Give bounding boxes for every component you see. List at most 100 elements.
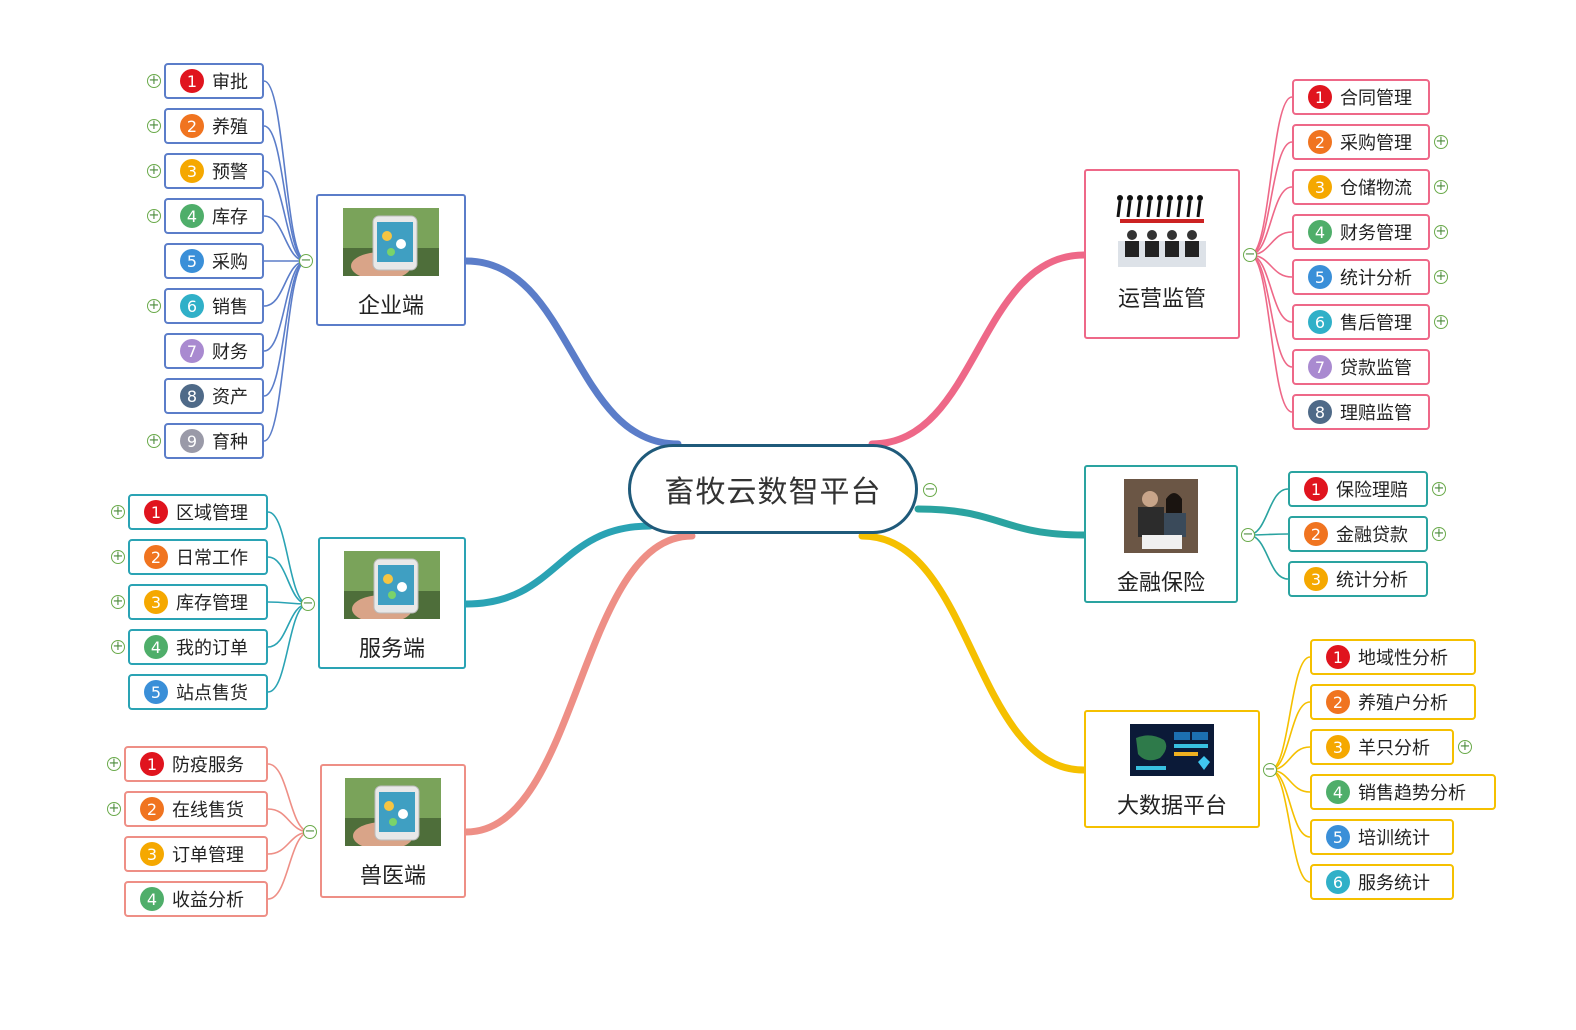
expand-toggle-icon[interactable]: + [107,801,121,816]
expand-toggle-icon[interactable]: + [147,433,161,448]
expand-toggle-icon[interactable]: + [147,118,161,133]
subtopic-label: 审批 [212,72,248,93]
topic-bigdata[interactable]: 大数据平台 [1084,710,1260,828]
service-collapse-toggle[interactable]: − [301,596,315,611]
expand-toggle-icon[interactable]: + [1434,224,1448,239]
topic-label: 服务端 [358,637,425,662]
priority-2-icon: 2 [1304,522,1328,546]
priority-8-icon: 8 [180,384,204,408]
bigdata-subtopic-1[interactable]: 1 地域性分析 [1310,639,1476,675]
leaf-connector [1249,141,1293,256]
subtopic-label: 采购 [212,252,248,273]
leaf-connector [267,556,309,605]
operations-collapse-toggle[interactable]: − [1243,247,1257,262]
bigdata-collapse-toggle[interactable]: − [1263,762,1277,777]
expand-toggle-icon[interactable]: + [111,594,125,609]
topic-finance[interactable]: 金融保险 [1084,465,1238,603]
expand-toggle-icon[interactable]: + [147,298,161,313]
expand-toggle-icon[interactable]: + [147,73,161,88]
expand-toggle-icon[interactable]: + [147,163,161,178]
topic-vet[interactable]: 兽医端 [320,764,466,898]
priority-1-icon: 1 [140,752,164,776]
subtopic-label: 区域管理 [176,503,248,524]
expand-toggle-icon[interactable]: + [1434,269,1448,284]
subtopic-label: 统计分析 [1336,570,1408,591]
leaf-connector [263,170,307,262]
expand-toggle-icon[interactable]: + [1458,739,1472,754]
center-collapse-toggle[interactable]: − [923,482,937,497]
subtopic-label: 培训统计 [1358,828,1430,849]
subtopic-label: 销售趋势分析 [1358,783,1466,804]
priority-1-icon: 1 [1304,477,1328,501]
priority-1-icon: 1 [1326,645,1350,669]
enterprise-collapse-toggle[interactable]: − [299,253,313,268]
phone-in-hand-image [344,551,440,623]
topic-operations[interactable]: 运营监管 [1084,169,1240,339]
expand-toggle-icon[interactable]: + [1434,134,1448,149]
expand-toggle-icon[interactable]: + [111,549,125,564]
leaf-connector [1249,96,1293,256]
priority-9-icon: 9 [180,429,204,453]
priority-6-icon: 6 [1308,310,1332,334]
expand-toggle-icon[interactable]: + [1434,179,1448,194]
subtopic-label: 采购管理 [1340,133,1412,154]
vet-collapse-toggle[interactable]: − [303,824,317,839]
central-topic[interactable]: 畜牧云数智平台 [628,444,918,534]
expand-toggle-icon[interactable]: + [1434,314,1448,329]
topic-enterprise[interactable]: 企业端 [316,194,466,326]
topic-service[interactable]: 服务端 [318,537,466,669]
service-subtopic-1[interactable]: 1 区域管理 [128,494,268,530]
subtopic-label: 地域性分析 [1358,648,1448,669]
phone-in-hand-image [343,208,439,280]
priority-1-icon: 1 [144,500,168,524]
subtopic-label: 订单管理 [172,845,244,866]
subtopic-label: 收益分析 [172,890,244,911]
bigdata-subtopic-5[interactable]: 5 培训统计 [1310,819,1454,855]
expand-toggle-icon[interactable]: + [147,208,161,223]
expand-toggle-icon[interactable]: + [111,639,125,654]
subtopic-label: 财务管理 [1340,223,1412,244]
topic-label: 企业端 [357,294,424,319]
expand-toggle-icon[interactable]: + [1432,481,1446,496]
operations-main-connector [868,251,1088,448]
finance-collapse-toggle[interactable]: − [1241,527,1255,542]
leaf-connector [1249,254,1293,413]
expand-toggle-icon[interactable]: + [1432,526,1446,541]
leaf-connector [1247,534,1289,580]
priority-5-icon: 5 [1326,825,1350,849]
expand-toggle-icon[interactable]: + [107,756,121,771]
expand-toggle-icon[interactable]: + [111,504,125,519]
